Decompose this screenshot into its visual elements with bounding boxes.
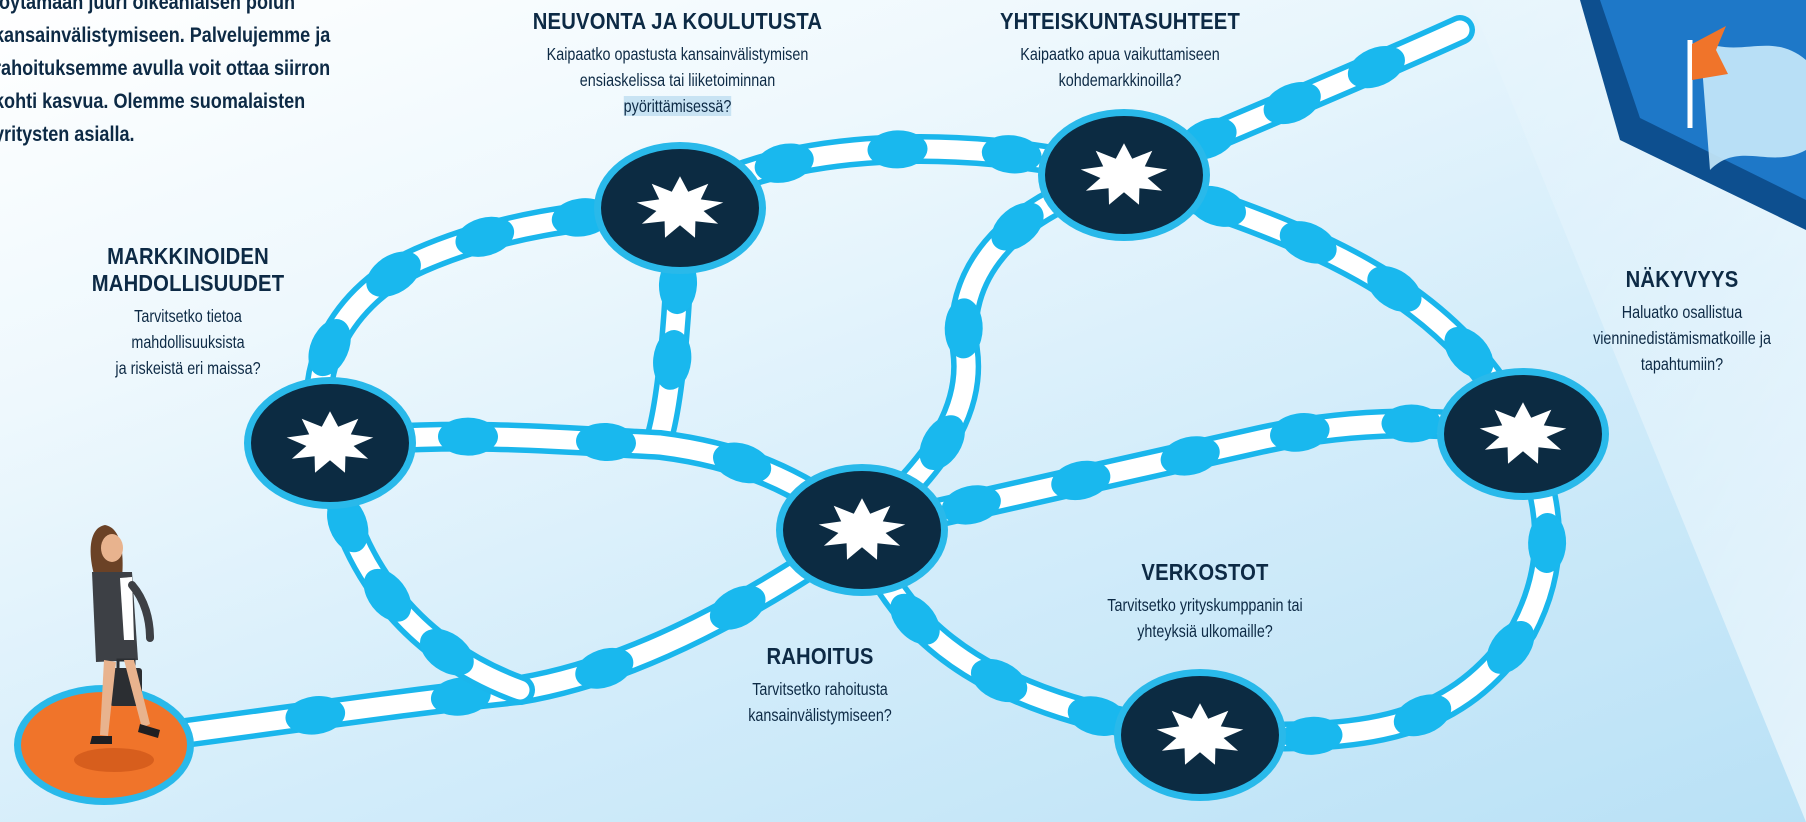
stepping-stone (438, 417, 498, 456)
stepping-stone (366, 251, 421, 297)
stepping-stone (653, 329, 692, 390)
stepping-stone (1051, 460, 1111, 501)
intro-line: yritysten asialla. (0, 123, 135, 146)
stepping-stone (1067, 696, 1127, 736)
stepping-stone (754, 143, 814, 183)
stepping-stone (890, 593, 940, 645)
stepping-stone (713, 442, 772, 484)
desc-line: ja riskeistä eri maissa? (115, 358, 261, 378)
desc-line: tapahtumiin? (1640, 354, 1724, 374)
stepping-stone (1279, 221, 1337, 264)
stepping-stone (970, 658, 1028, 703)
service-description: Kaipaatko opastusta kansainvälistymisen … (532, 41, 823, 119)
stepping-stone (285, 696, 346, 735)
desc-line: pyörittämisessä? (532, 93, 823, 119)
stepping-stone (944, 298, 983, 359)
stepping-stone (1528, 513, 1567, 573)
service-yhteiskunta: YHTEISKUNTASUHTEET Kaipaatko apua vaikut… (960, 8, 1280, 93)
service-title: MARKKINOIDEN MAHDOLLISUUDET (91, 243, 285, 296)
starburst-icon (818, 498, 906, 560)
starburst-icon (1156, 703, 1244, 765)
service-title: YHTEISKUNTASUHTEET (999, 8, 1241, 34)
desc-line: Tarvitsetko yrityskumppanin tai (1107, 595, 1303, 615)
intro-text: löytämään juuri oikeanlaisen polun kansa… (0, 0, 355, 151)
stepping-stone (1393, 694, 1452, 737)
stepping-stone (420, 628, 474, 676)
intro-line: kohti kasvua. Olemme suomalaisten (0, 90, 306, 113)
stepping-stone (919, 415, 965, 470)
stepping-stone (1160, 436, 1220, 476)
highlighted-text: pyörittämisessä? (623, 96, 732, 116)
service-description: Tarvitsetko rahoitusta kansainvälistymis… (718, 676, 923, 728)
stepping-stone (1381, 404, 1442, 443)
stepping-stone (1486, 620, 1535, 674)
service-title: RAHOITUS (766, 643, 874, 669)
desc-line: kohdemarkkinoilla? (1058, 70, 1182, 90)
service-description: Haluatko osallistua vienninedistämismatk… (1580, 299, 1783, 377)
service-node-yhteisk (1038, 109, 1210, 241)
light-stripe (1420, 0, 1806, 822)
desc-line: yhteyksiä ulkomaille? (1137, 621, 1273, 641)
service-markkinat: MARKKINOIDEN MAHDOLLISUUDET Tarvitsetko … (68, 243, 308, 381)
desc-line: kansainvälistymiseen? (748, 705, 892, 725)
service-node-verkostot (1114, 669, 1286, 801)
service-description: Tarvitsetko tietoa mahdollisuuksista ja … (90, 303, 287, 381)
desc-line: Tarvitsetko rahoitusta (752, 679, 888, 699)
starburst-icon (636, 176, 724, 238)
service-rahoitus: RAHOITUS Tarvitsetko rahoitusta kansainv… (695, 643, 945, 728)
stepping-stone (991, 202, 1044, 251)
desc-line: mahdollisuuksista (131, 332, 245, 352)
service-description: Tarvitsetko yrityskumppanin tai yhteyksi… (1086, 592, 1324, 644)
service-nakyvyys: NÄKYVYYS Haluatko osallistua vienninedis… (1558, 266, 1806, 377)
stepping-stone (455, 216, 515, 257)
service-node-neuvonta (594, 142, 766, 274)
service-title: NEUVONTA JA KOULUTUSTA (532, 8, 823, 34)
stepping-stone (709, 585, 766, 630)
service-title: VERKOSTOT (1141, 559, 1269, 585)
starburst-icon (1479, 402, 1567, 464)
service-neuvonta: NEUVONTA JA KOULUTUSTA Kaipaatko opastus… (500, 8, 855, 119)
service-node-nakyvyys (1437, 368, 1609, 500)
stepping-stone (1347, 45, 1405, 89)
stepping-stone (1282, 716, 1343, 755)
desc-line: Kaipaatko opastusta kansainvälistymisen (546, 44, 809, 64)
intro-line: rahoituksemme avulla voit ottaa siirron (0, 57, 331, 80)
stepping-stone (575, 647, 634, 689)
flag-icon (1580, 0, 1806, 230)
starburst-icon (1080, 143, 1168, 205)
stepping-stone (867, 130, 928, 169)
stepping-stone (1270, 413, 1330, 452)
stepping-stone (327, 494, 369, 553)
stepping-stone (308, 319, 351, 377)
stepping-stone (1444, 326, 1494, 379)
service-description: Kaipaatko apua vaikuttamiseen kohdemarkk… (989, 41, 1251, 93)
desc-line: vienninedistämismatkoille ja (1593, 328, 1771, 348)
service-node-markkinat (244, 377, 416, 509)
stepping-stone (1263, 82, 1321, 125)
stepping-stone (363, 568, 412, 622)
intro-line: löytämään juuri oikeanlaisen polun (0, 0, 296, 14)
stepping-stone (941, 485, 1001, 525)
desc-line: Kaipaatko apua vaikuttamiseen (1020, 44, 1220, 64)
person-shadow (74, 748, 154, 772)
desc-line: Haluatko osallistua (1621, 302, 1743, 322)
desc-line: ensiaskelissa tai liiketoiminnan (579, 70, 776, 90)
desc-line: Tarvitsetko tietoa (134, 306, 242, 326)
stepping-stone (981, 135, 1042, 174)
intro-line: kansainvälistymiseen. Palvelujemme ja (0, 24, 331, 47)
person-with-briefcase-icon (90, 525, 160, 744)
service-verkostot: VERKOSTOT Tarvitsetko yrityskumppanin ta… (1060, 559, 1350, 644)
service-title: NÄKYVYYS (1625, 266, 1739, 292)
stepping-stone (1367, 266, 1422, 313)
starburst-icon (286, 411, 374, 473)
stepping-stone (576, 422, 636, 462)
service-node-rahoitus (776, 464, 948, 596)
